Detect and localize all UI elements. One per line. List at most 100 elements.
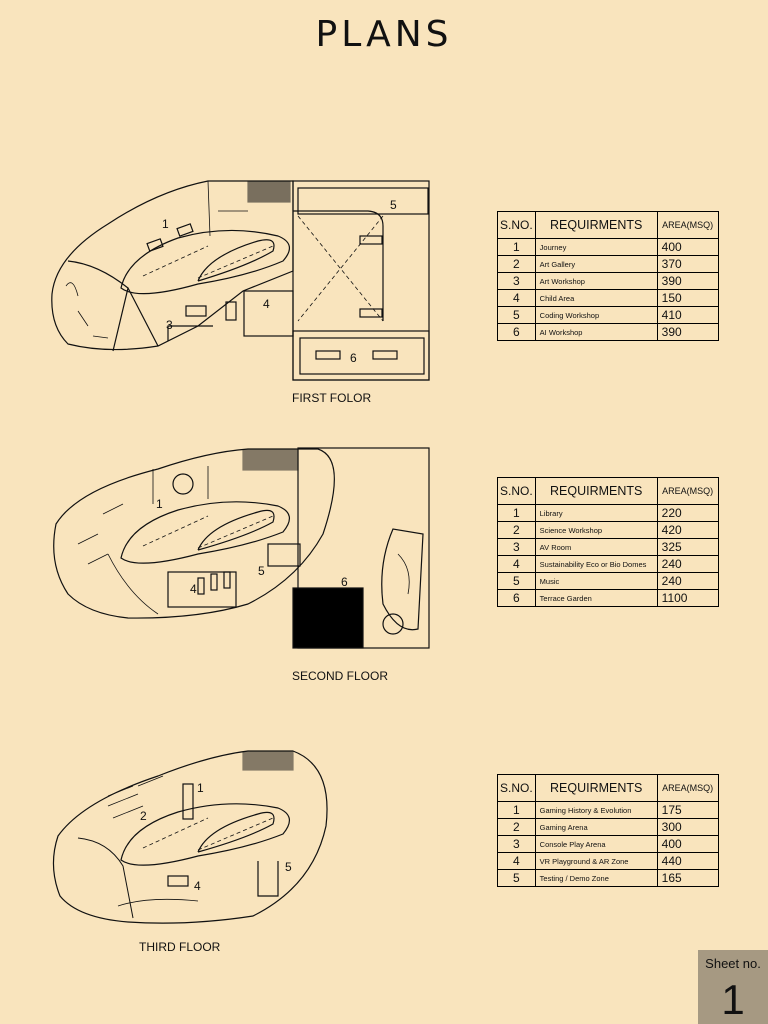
row-area: 370: [656, 255, 719, 273]
second-floor-label: SECOND FLOOR: [292, 669, 389, 683]
row-sno: 6: [497, 589, 536, 607]
row-sno: 1: [497, 504, 536, 522]
third-floor-label: THIRD FLOOR: [139, 940, 221, 954]
row-area: 400: [656, 238, 719, 256]
header-requirements: REQUIRMENTS: [534, 211, 658, 239]
row-sno: 4: [497, 852, 536, 870]
row-name: Child Area: [534, 289, 658, 307]
room-number: 4: [194, 879, 201, 893]
header-requirements: REQUIRMENTS: [534, 774, 658, 802]
row-area: 300: [656, 818, 719, 836]
row-name: Library: [534, 504, 658, 522]
row-sno: 5: [497, 869, 536, 887]
row-sno: 3: [497, 835, 536, 853]
row-sno: 5: [497, 572, 536, 590]
row-area: 410: [656, 306, 719, 324]
row-area: 440: [656, 852, 719, 870]
row-area: 150: [656, 289, 719, 307]
room-number: 5: [285, 860, 292, 874]
row-name: Journey: [534, 238, 658, 256]
row-area: 420: [656, 521, 719, 539]
first-floor-label: FIRST FOLOR: [292, 391, 372, 405]
sheet-number-box: Sheet no. 1: [698, 950, 768, 1024]
header-area: AREA(MSQ): [656, 477, 719, 505]
row-name: AI Workshop: [534, 323, 658, 341]
header-area: AREA(MSQ): [656, 211, 719, 239]
room-number: 4: [263, 297, 270, 311]
row-sno: 5: [497, 306, 536, 324]
row-sno: 3: [497, 538, 536, 556]
row-area: 240: [656, 572, 719, 590]
row-sno: 2: [497, 818, 536, 836]
header-sno: S.NO.: [497, 477, 536, 505]
room-number: 1: [156, 497, 163, 511]
row-area: 390: [656, 323, 719, 341]
row-name: Science Workshop: [534, 521, 658, 539]
room-number: 6: [341, 575, 348, 589]
first-floor-plan: 1 3 4 5 6: [51, 180, 430, 381]
row-sno: 4: [497, 289, 536, 307]
row-name: Music: [534, 572, 658, 590]
row-sno: 1: [497, 238, 536, 256]
room-number: 6: [350, 351, 357, 365]
row-area: 1100: [656, 589, 719, 607]
row-name: Sustainability Eco or Bio Domes: [534, 555, 658, 573]
row-sno: 2: [497, 255, 536, 273]
third-floor-plan: 1 2 4 5: [52, 750, 328, 924]
row-name: Terrace Garden: [534, 589, 658, 607]
row-area: 165: [656, 869, 719, 887]
row-sno: 4: [497, 555, 536, 573]
row-area: 175: [656, 801, 719, 819]
header-sno: S.NO.: [497, 774, 536, 802]
page-title: PLANS: [315, 14, 453, 55]
room-number: 4: [190, 582, 197, 596]
room-number: 5: [258, 564, 265, 578]
row-area: 240: [656, 555, 719, 573]
room-number: 5: [390, 198, 397, 212]
row-sno: 6: [497, 323, 536, 341]
row-area: 390: [656, 272, 719, 290]
room-number: 1: [197, 781, 204, 795]
sheet-number: 1: [721, 976, 745, 1023]
header-sno: S.NO.: [497, 211, 536, 239]
row-sno: 2: [497, 521, 536, 539]
row-name: Testing / Demo Zone: [534, 869, 658, 887]
row-area: 220: [656, 504, 719, 522]
room-number: 2: [140, 809, 147, 823]
row-sno: 1: [497, 801, 536, 819]
second-floor-plan: 1 4 5 6: [53, 447, 430, 649]
row-name: Art Workshop: [534, 272, 658, 290]
header-area: AREA(MSQ): [656, 774, 719, 802]
row-name: Gaming Arena: [534, 818, 658, 836]
row-sno: 3: [497, 272, 536, 290]
row-name: Console Play Arena: [534, 835, 658, 853]
row-name: Gaming History & Evolution: [534, 801, 658, 819]
row-area: 400: [656, 835, 719, 853]
row-name: AV Room: [534, 538, 658, 556]
row-name: Art Gallery: [534, 255, 658, 273]
room-number: 3: [166, 318, 173, 332]
row-name: VR Playground & AR Zone: [534, 852, 658, 870]
row-name: Coding Workshop: [534, 306, 658, 324]
header-requirements: REQUIRMENTS: [534, 477, 658, 505]
sheet-label: Sheet no.: [705, 956, 761, 971]
room-number: 1: [162, 217, 169, 231]
